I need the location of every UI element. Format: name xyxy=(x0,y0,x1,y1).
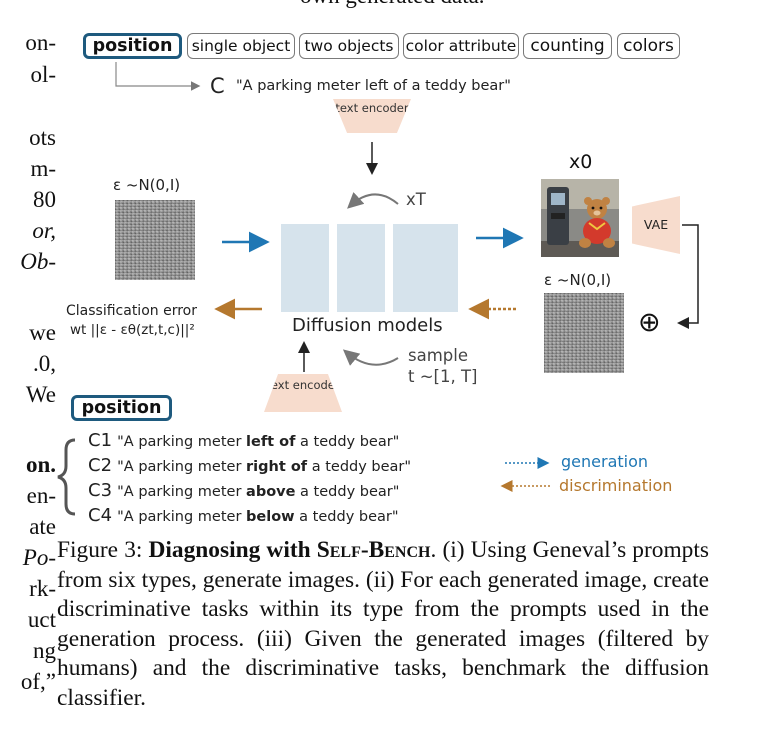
left-line: Po- xyxy=(22,545,56,570)
position-box: position xyxy=(71,395,172,421)
noise-image-left xyxy=(115,200,195,280)
left-line: or, xyxy=(32,218,56,243)
plus-icon: ⊕ xyxy=(638,307,661,338)
candidate-text: "A parking meter xyxy=(117,509,247,525)
candidate-text: a teddy bear" xyxy=(294,509,399,525)
diffusion-models-label: Diffusion models xyxy=(292,315,443,336)
left-line: ots xyxy=(29,125,56,150)
left-line: We xyxy=(25,382,56,407)
candidate-label: C3 xyxy=(88,480,113,501)
left-line: of,” xyxy=(20,669,56,694)
diffusion-block xyxy=(337,224,385,312)
vae-label: VAE xyxy=(643,217,669,232)
caption-title: Diagnosing with Self-Bench xyxy=(149,537,431,563)
tag-position[interactable]: position xyxy=(83,33,182,59)
text-encoder-top: text encoder xyxy=(333,99,411,133)
prompt-text: "A parking meter left of a teddy bear" xyxy=(236,78,511,94)
left-column-text: on- ol- ots m- 80 or, Ob- we .0, We on. … xyxy=(0,0,56,730)
legend-generation: generation xyxy=(561,452,649,471)
left-line: ate xyxy=(29,514,56,539)
candidate-list: C1 "A parking meter left of a teddy bear… xyxy=(88,430,411,530)
candidate-item: C3 "A parking meter above a teddy bear" xyxy=(88,480,411,505)
candidate-item: C4 "A parking meter below a teddy bear" xyxy=(88,505,411,530)
diffusion-block xyxy=(426,224,458,312)
caption-title-text: Diagnosing with xyxy=(148,537,317,563)
loss-formula: wt ||ε - εθ(zt,t,c)||² xyxy=(70,322,195,338)
candidate-item: C1 "A parking meter left of a teddy bear… xyxy=(88,430,411,455)
left-line: en- xyxy=(26,483,56,508)
left-line: .0, xyxy=(33,351,56,376)
noise-image-right xyxy=(544,293,624,373)
text-encoder-label: text encoder xyxy=(335,101,409,115)
left-line: Ob- xyxy=(20,249,56,274)
tag-counting[interactable]: counting xyxy=(523,33,612,59)
left-line: ol- xyxy=(30,62,56,87)
partial-top-line: own generated data. xyxy=(300,0,485,9)
tag-two-objects[interactable]: two objects xyxy=(299,33,399,59)
left-line: rk- xyxy=(29,576,56,601)
generated-image xyxy=(541,179,619,257)
text-encoder-label: text encoder xyxy=(266,378,340,392)
candidate-text: "A parking meter xyxy=(117,434,247,450)
legend-discrimination: discrimination xyxy=(559,476,673,495)
candidate-item: C2 "A parking meter right of a teddy bea… xyxy=(88,455,411,480)
timesteps-label: xT xyxy=(406,190,426,209)
candidate-text: a teddy bear" xyxy=(295,484,400,500)
candidate-text: a teddy bear" xyxy=(307,459,412,475)
candidate-text: "A parking meter xyxy=(117,484,247,500)
candidate-label: C2 xyxy=(88,455,113,476)
left-line: on- xyxy=(25,30,56,55)
sample-label: sample xyxy=(408,346,468,365)
left-line: 80 xyxy=(33,187,56,212)
caption-title-benchmark: Self-Bench xyxy=(316,537,431,563)
candidate-text: a teddy bear" xyxy=(295,434,400,450)
left-line: we xyxy=(29,320,56,345)
diffusion-block xyxy=(281,224,329,312)
caption-text: . (i) Using Geneval’s prompts from six t… xyxy=(57,537,709,711)
x0-label: x0 xyxy=(569,151,593,173)
figure-caption: Figure 3: Diagnosing with Self-Bench. (i… xyxy=(57,536,709,713)
noise-label-left: ε ~N(0,I) xyxy=(113,176,181,194)
candidate-keyword: left of xyxy=(246,434,296,450)
candidate-keyword: right of xyxy=(246,459,308,475)
classification-error-label: Classification error xyxy=(66,303,197,319)
candidate-keyword: below xyxy=(246,509,295,525)
tag-color-attribute[interactable]: color attribute xyxy=(403,33,519,59)
candidate-label: C4 xyxy=(88,505,113,526)
sample-range-label: t ~[1, T] xyxy=(408,367,478,386)
tag-single-object[interactable]: single object xyxy=(187,33,295,59)
tag-colors[interactable]: colors xyxy=(617,33,680,59)
candidate-label: C1 xyxy=(88,430,113,451)
prompt-symbol: C xyxy=(210,74,225,98)
figure-label: Figure 3: xyxy=(57,537,143,563)
noise-label-right: ε ~N(0,I) xyxy=(544,271,612,289)
teddy-parking-meter-image xyxy=(541,179,619,257)
candidate-text: "A parking meter xyxy=(117,459,247,475)
text-encoder-bottom: text encoder xyxy=(264,374,342,412)
candidate-keyword: above xyxy=(246,484,296,500)
vae-block: VAE xyxy=(632,196,680,254)
left-line: ng xyxy=(33,638,56,663)
left-line: on. xyxy=(25,452,56,477)
left-line: uct xyxy=(27,607,56,632)
left-line: m- xyxy=(30,156,56,181)
